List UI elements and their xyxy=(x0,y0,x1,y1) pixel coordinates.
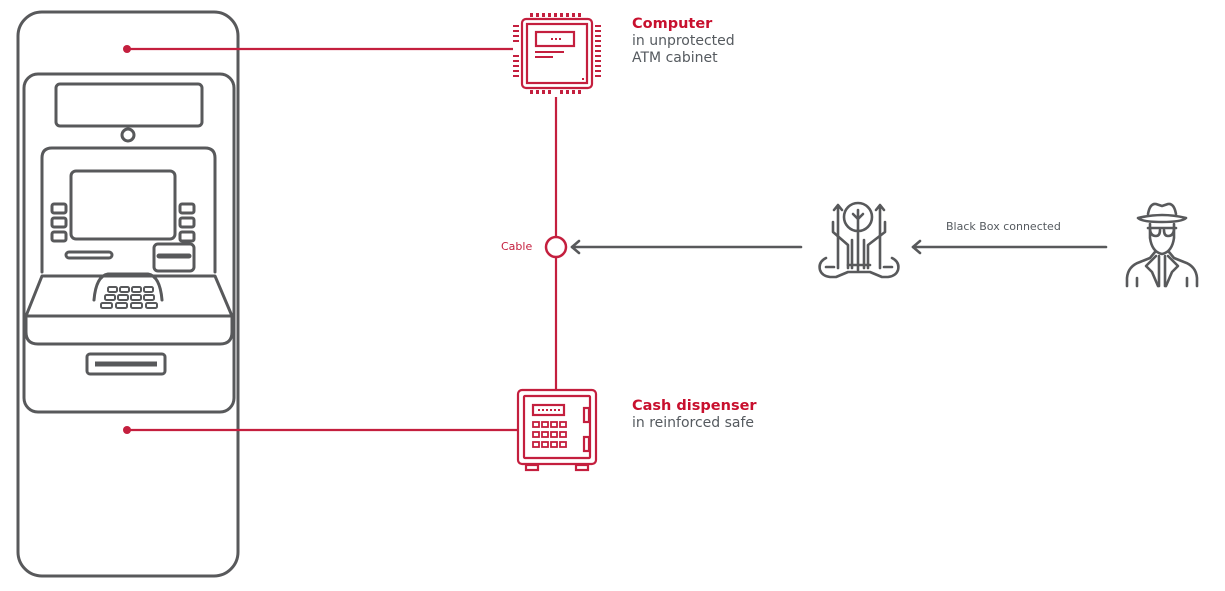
cash-dispenser-subtitle: in reinforced safe xyxy=(632,415,755,431)
computer-subtitle-1: in unprotected xyxy=(632,33,735,49)
cash-dispenser-label: Cash dispenser in reinforced safe xyxy=(632,398,757,432)
connector-circle-icon[interactable] xyxy=(544,235,568,259)
spy-hacker-icon[interactable] xyxy=(1125,202,1199,288)
cash-dispenser-title: Cash dispenser xyxy=(632,398,757,414)
cable-label: Cable xyxy=(501,240,533,253)
atm-to-cash-link xyxy=(123,426,518,434)
computer-label: Computer in unprotected ATM cabinet xyxy=(632,16,735,67)
atm-to-computer-link xyxy=(123,45,513,53)
cpu-chip-icon xyxy=(513,13,601,94)
black-box-connected-label: Black Box connected xyxy=(946,220,1061,233)
safe-icon xyxy=(516,388,598,472)
blackbox-to-cable-arrow xyxy=(570,239,803,255)
computer-title: Computer xyxy=(632,16,713,32)
atm-icon xyxy=(16,10,240,578)
pin-keypad xyxy=(100,286,158,309)
attacker-to-blackbox-arrow xyxy=(911,239,1108,255)
computer-subtitle-2: ATM cabinet xyxy=(632,50,718,66)
circuit-wrench-icon[interactable] xyxy=(818,201,900,279)
